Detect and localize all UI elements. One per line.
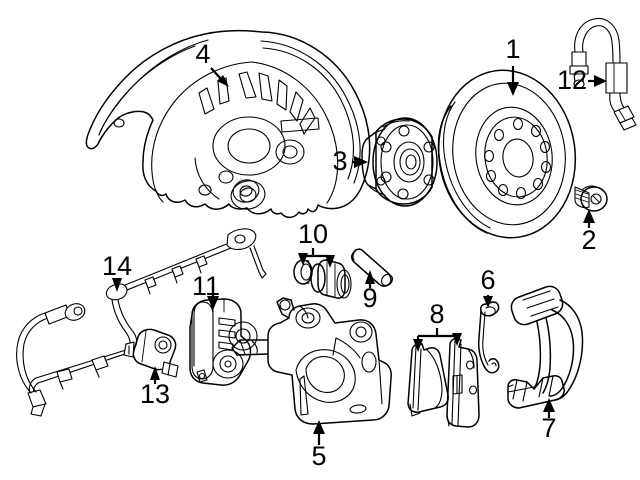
callout-number-1: 1: [505, 34, 520, 64]
callout-number-11: 11: [192, 271, 220, 301]
part-wheel-hub-bearing-assembly: [361, 117, 438, 207]
callout-11: 11: [192, 271, 220, 310]
callout-number-9: 9: [362, 283, 377, 313]
callout-number-13: 13: [140, 379, 170, 409]
callout-5: 5: [311, 420, 327, 471]
callout-13: 13: [140, 366, 170, 409]
part-caliper-guide-pin-bolt: [351, 248, 393, 287]
callout-number-14: 14: [102, 251, 132, 281]
part-parking-brake-actuator-motor: [189, 298, 258, 386]
callout-9: 9: [362, 270, 378, 313]
callout-10: 10: [298, 219, 335, 268]
part-wheel-speed-sensor: [123, 328, 179, 378]
callout-number-5: 5: [311, 441, 326, 471]
part-brake-rotor-disc: [437, 69, 577, 239]
callout-4: 4: [195, 39, 229, 87]
part-brake-hose: [569, 17, 637, 131]
callout-number-2: 2: [581, 225, 596, 255]
part-brake-caliper: [231, 297, 392, 425]
callout-number-7: 7: [541, 413, 556, 443]
part-shield-lower-boss: [232, 179, 260, 203]
callout-3: 3: [332, 146, 368, 176]
callout-number-6: 6: [480, 265, 495, 295]
callout-number-10: 10: [298, 219, 328, 249]
callout-number-12: 12: [557, 65, 587, 95]
callout-7: 7: [541, 398, 557, 443]
callout-number-3: 3: [332, 146, 347, 176]
part-caliper-mounting-bracket: [507, 285, 584, 409]
callout-6: 6: [480, 265, 496, 308]
callout-14: 14: [102, 251, 132, 292]
callout-2: 2: [581, 209, 597, 255]
callout-1: 1: [505, 34, 521, 96]
callout-number-8: 8: [429, 299, 444, 329]
part-rotor-retaining-screw: [574, 185, 608, 212]
part-brake-dust-splash-shield: [85, 29, 371, 219]
callout-12: 12: [557, 65, 607, 95]
part-pad-retaining-spring-clip: [478, 301, 500, 374]
callout-8: 8: [413, 299, 462, 352]
callout-number-4: 4: [195, 39, 210, 69]
